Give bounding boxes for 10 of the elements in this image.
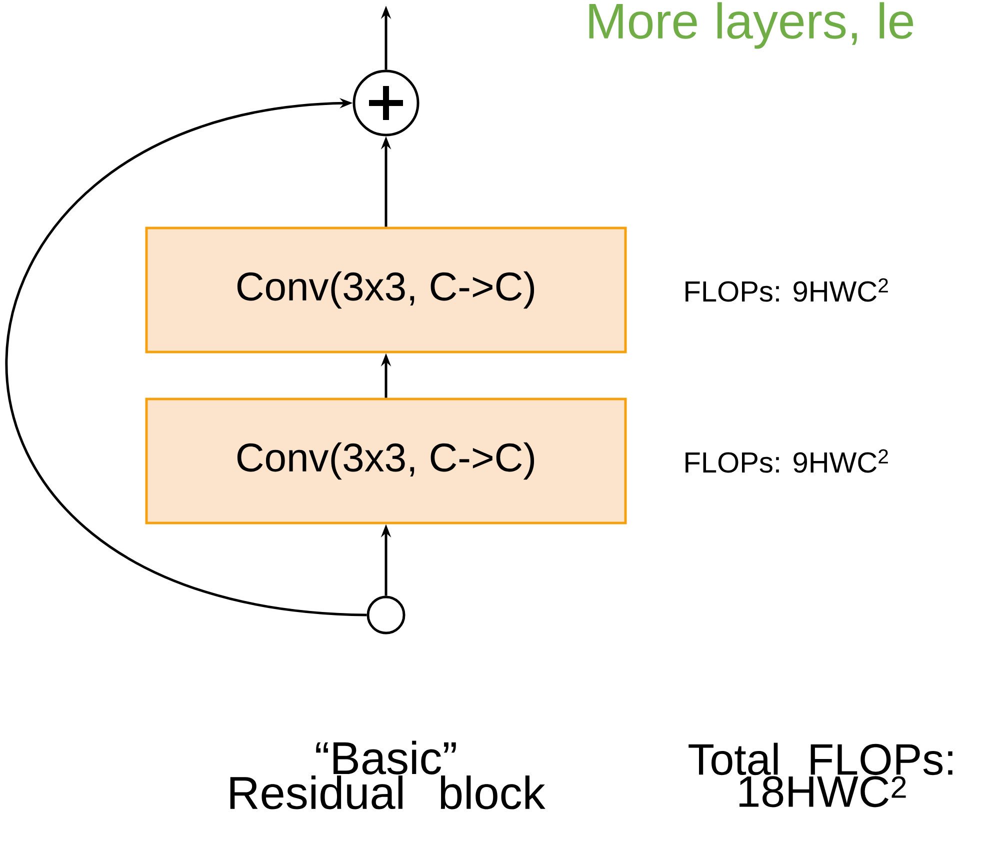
skip-arrow (6, 98, 367, 616)
block-caption: “Basic” Residual block (230, 740, 546, 810)
heading: More layers, le (589, 2, 914, 49)
input-circle (366, 596, 406, 634)
conv-box: Conv(3x3, C->C) (145, 226, 627, 354)
flops-label: FLOPs: 9HWC$^{2}$ (686, 278, 888, 302)
conv-box: Conv(3x3, C->C) (145, 398, 627, 524)
plus-circle (352, 70, 420, 136)
flops-label: FLOPs: 9HWC$^{2}$ (686, 449, 888, 473)
total-flops-label: Total FLOPs: 18HWC$^{2}$ (688, 742, 952, 808)
